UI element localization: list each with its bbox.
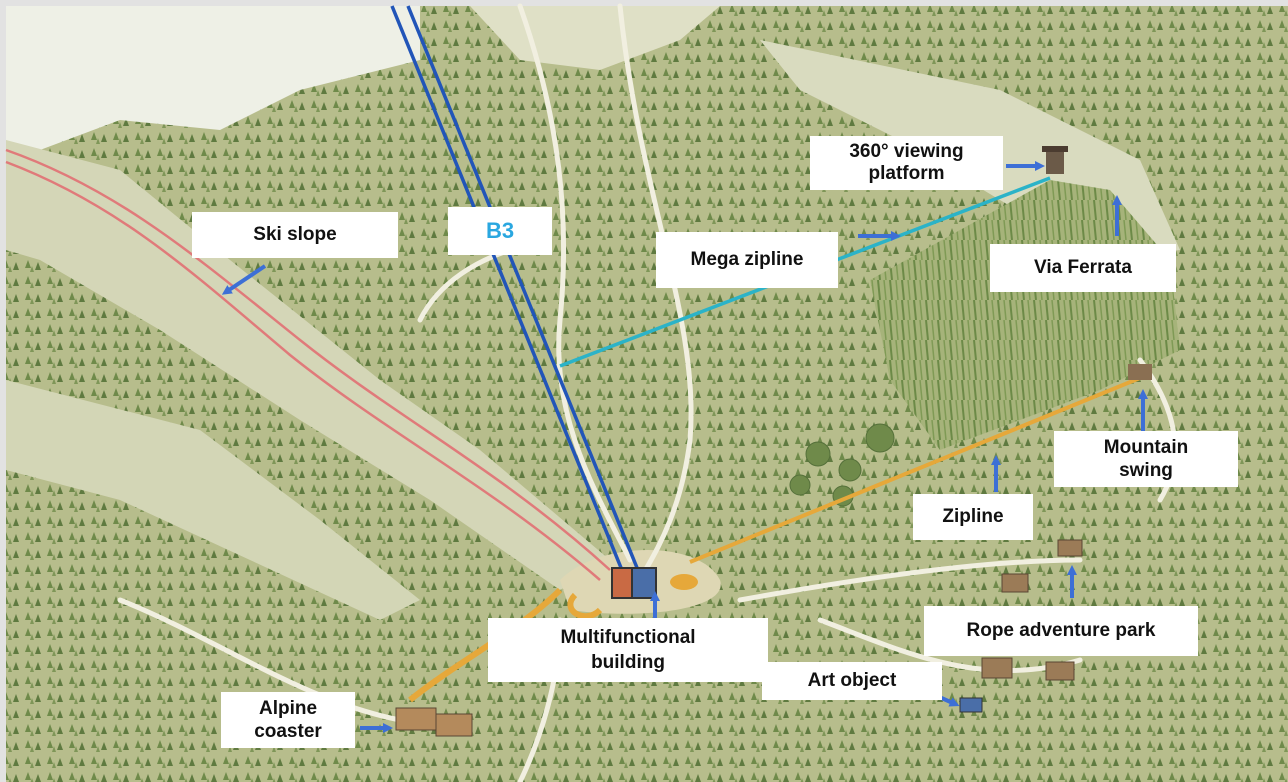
label-gondola-b3: B3: [448, 207, 552, 255]
pointer-arrows: [221, 161, 1148, 733]
label-rope-adventure-park: Rope adventure park: [924, 606, 1198, 656]
label-mega-zipline: Mega zipline: [656, 232, 838, 288]
label-gondola-b3-text: B3: [485, 218, 515, 243]
label-rope-adventure-park-text: Rope adventure park: [966, 620, 1156, 641]
ski-slope-route: [5, 148, 611, 581]
label-alpine-coaster-line2: coaster: [254, 721, 322, 742]
ski-slope-clearing: [6, 140, 610, 590]
label-viewing-platform-line1: 360° viewing: [849, 141, 964, 162]
rope-park-structures: [981, 539, 1083, 681]
label-alpine-coaster-line1: Alpine: [258, 698, 318, 719]
label-via-ferrata-text: Via Ferrata: [1034, 257, 1132, 278]
art-object-structure: [959, 697, 983, 713]
alpine-coaster-structure: [395, 707, 473, 737]
label-multifunctional-building-line2: building: [591, 652, 665, 673]
label-mega-zipline-text: Mega zipline: [690, 249, 804, 270]
label-ski-slope: Ski slope: [192, 212, 398, 258]
gondola-b3-line: [390, 5, 644, 581]
label-mountain-swing-line1: Mountain: [1103, 437, 1189, 458]
mountain-swing-structure: [1128, 364, 1152, 380]
lower-clearing: [6, 380, 420, 620]
multifunctional-building-structure: [611, 567, 698, 599]
label-art-object: Art object: [762, 662, 942, 700]
label-multifunctional-building-line1: Multifunctional: [560, 627, 696, 648]
alpine-coaster-loop: [567, 592, 603, 620]
left-border: [0, 0, 6, 782]
viewing-platform-structure: [1042, 146, 1068, 174]
upper-clearing: [470, 6, 720, 70]
label-viewing-platform: 360° viewing platform: [810, 136, 1003, 190]
label-art-object-text: Art object: [807, 670, 897, 691]
label-multifunctional-building: Multifunctional building: [488, 618, 768, 682]
upper-snow-field: [6, 6, 420, 150]
label-zipline: Zipline: [913, 494, 1033, 540]
label-mountain-swing: Mountain swing: [1054, 431, 1238, 487]
label-alpine-coaster: Alpine coaster: [221, 692, 355, 748]
arrow-ski-slope: [221, 264, 267, 295]
label-viewing-platform-line2: platform: [868, 163, 945, 184]
label-mountain-swing-line2: swing: [1119, 460, 1173, 481]
label-ski-slope-text: Ski slope: [253, 224, 337, 245]
tree-clusters: [789, 423, 895, 507]
trails: [117, 3, 1178, 782]
top-border: [0, 0, 1288, 6]
zipline-line: [689, 376, 1141, 564]
label-zipline-text: Zipline: [942, 506, 1004, 527]
label-via-ferrata: Via Ferrata: [990, 244, 1176, 292]
